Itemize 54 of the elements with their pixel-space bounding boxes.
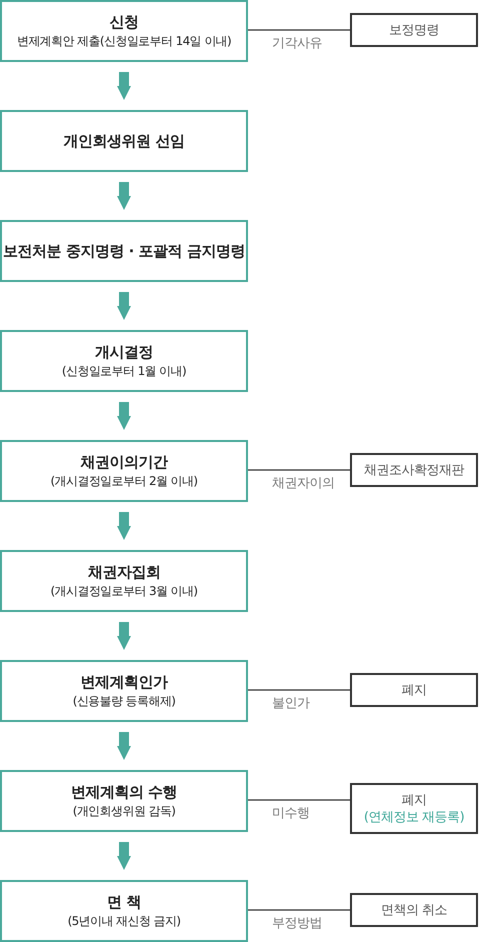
step-note: (5년이내 재신청 금지) — [68, 913, 180, 930]
edge-label: 불인가 — [272, 696, 310, 712]
outcome-text: 보정명령 — [389, 22, 439, 38]
step-note: (신용불량 등록해제) — [72, 693, 176, 710]
outcome-box — [350, 783, 478, 834]
down-arrow — [117, 72, 131, 100]
step-box — [0, 110, 248, 172]
outcome-text: 채권조사확정재판 — [364, 462, 464, 478]
down-arrow — [117, 842, 131, 870]
outcome-box — [350, 893, 478, 927]
connector-line — [248, 799, 350, 801]
edge-label: 미수행 — [272, 806, 310, 822]
step-note: (개시결정일로부터 3월 이내) — [50, 583, 198, 600]
step-box — [0, 440, 248, 502]
down-arrow — [117, 512, 131, 540]
step-box — [0, 220, 248, 282]
step-note: 변제계획안 제출(신청일로부터 14일 이내) — [16, 33, 232, 50]
down-arrow — [117, 622, 131, 650]
connector-line — [248, 469, 350, 471]
connector-line — [248, 909, 350, 911]
connector-line — [248, 689, 350, 691]
step-title: 개시결정 — [95, 342, 153, 362]
outcome-box — [350, 673, 478, 707]
step-title: 채권자집회 — [88, 562, 160, 582]
edge-label: 채권자이의 — [272, 476, 334, 492]
step-box — [0, 0, 248, 62]
step-title: 보전처분 중지명령 · 포괄적 금지명령 — [3, 241, 245, 261]
edge-label: 기각사유 — [272, 36, 322, 52]
down-arrow — [117, 182, 131, 210]
step-title: 면 책 — [107, 892, 141, 912]
step-title: 채권이의기간 — [80, 452, 168, 472]
outcome-text: 면책의 취소 — [380, 902, 448, 918]
step-box — [0, 660, 248, 722]
step-box — [0, 880, 248, 942]
outcome-box — [350, 453, 478, 487]
step-box — [0, 330, 248, 392]
edge-label: 부정방법 — [272, 916, 322, 932]
down-arrow — [117, 402, 131, 430]
step-title: 신청 — [110, 12, 138, 32]
outcome-note: (연체정보 재등록) — [364, 808, 464, 826]
outcome-box — [350, 13, 478, 47]
down-arrow — [117, 732, 131, 760]
step-box — [0, 550, 248, 612]
step-note: (신청일로부터 1월 이내) — [62, 363, 186, 380]
step-title: 변제계획인가 — [80, 672, 168, 692]
step-title: 개인회생위원 선임 — [64, 131, 184, 151]
step-note: (개인회생위원 감독) — [72, 803, 176, 820]
step-title: 변제계획의 수행 — [70, 782, 178, 802]
outcome-text: 폐지 — [402, 682, 426, 698]
step-note: (개시결정일로부터 2월 이내) — [50, 473, 198, 490]
step-box — [0, 770, 248, 832]
down-arrow — [117, 292, 131, 320]
connector-line — [248, 29, 350, 31]
outcome-text: 폐지 — [402, 792, 426, 808]
